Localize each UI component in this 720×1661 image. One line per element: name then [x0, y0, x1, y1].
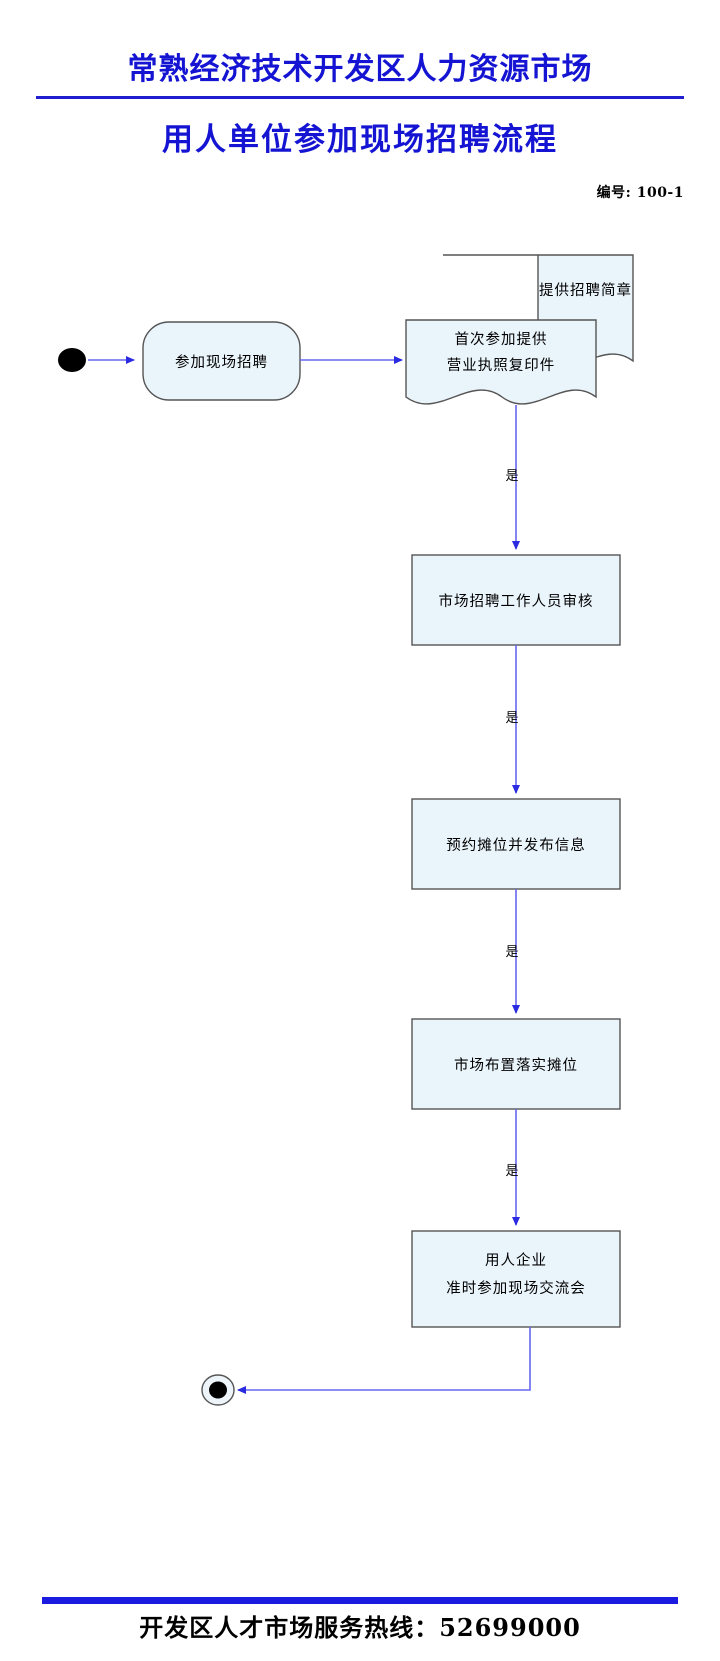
- edge-n7-to-end: [237, 1327, 531, 1394]
- document-code: 编号: 100-1: [596, 185, 684, 201]
- edge-label-1: 是: [505, 469, 519, 484]
- footer-divider: [42, 1597, 678, 1604]
- node-n1-shape: [142, 321, 301, 401]
- end-node-inner: [209, 1381, 227, 1399]
- node-n7-shape: [411, 1230, 621, 1328]
- node-n3-shape: [405, 319, 597, 405]
- header-divider: [36, 96, 684, 99]
- footer-hotline: 开发区人才市场服务热线：52699000: [139, 1613, 581, 1642]
- edge-label-4: 是: [505, 1164, 519, 1179]
- edge-label-2: 是: [505, 711, 519, 726]
- flowchart-svg: [58, 254, 634, 1406]
- edge-label-3: 是: [505, 945, 519, 960]
- node-n6-shape: [411, 1018, 621, 1110]
- flowchart-canvas: 参加现场招聘 提供招聘简章 首次参加提供 营业执照复印件 市场招聘工作人员审核 …: [0, 225, 720, 1500]
- page-header: 常熟经济技术开发区人力资源市场 用人单位参加现场招聘流程 编号: 100-1: [0, 0, 720, 201]
- page-title: 用人单位参加现场招聘流程: [162, 122, 558, 158]
- node-n5-shape: [411, 798, 621, 890]
- node-n4-shape: [411, 554, 621, 646]
- start-node: [58, 348, 86, 372]
- org-title: 常熟经济技术开发区人力资源市场: [127, 52, 593, 87]
